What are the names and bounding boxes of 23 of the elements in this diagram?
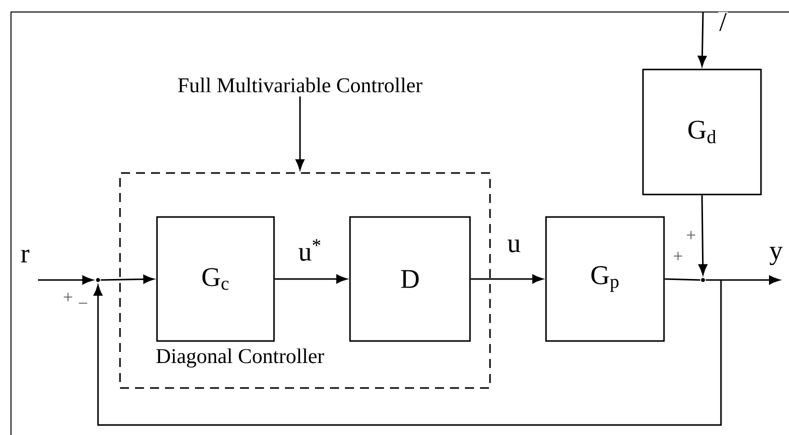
sign-label: −: [78, 302, 88, 304]
signal-arrow: [706, 276, 780, 284]
signal-arrow: [94, 280, 722, 426]
heading-text: Full Multivariable Controller: [178, 78, 422, 92]
sign-label: +: [64, 292, 72, 302]
block-box: D: [349, 216, 471, 342]
signal-label: r: [20, 248, 30, 264]
sign-label: +: [686, 230, 696, 240]
signal-label: y: [768, 246, 784, 266]
signal-arrow: [38, 276, 93, 284]
signal-arrow: [100, 274, 154, 284]
block-box: G$_{d}$: [642, 68, 762, 196]
signal-arrow: [274, 274, 347, 284]
leader-arrow: [296, 96, 304, 170]
block-box: G$_{p}$: [545, 216, 665, 342]
sign-label: +: [674, 252, 682, 260]
signal-arrow: [470, 274, 543, 284]
signal-arrow: [698, 195, 708, 275]
signal-label: /: [718, 12, 728, 32]
signal-label: u$^{*}$: [297, 238, 323, 262]
block-box: G$_{c}$: [156, 216, 275, 342]
signal-arrow: [698, 12, 707, 66]
signal-label: u: [506, 238, 522, 254]
